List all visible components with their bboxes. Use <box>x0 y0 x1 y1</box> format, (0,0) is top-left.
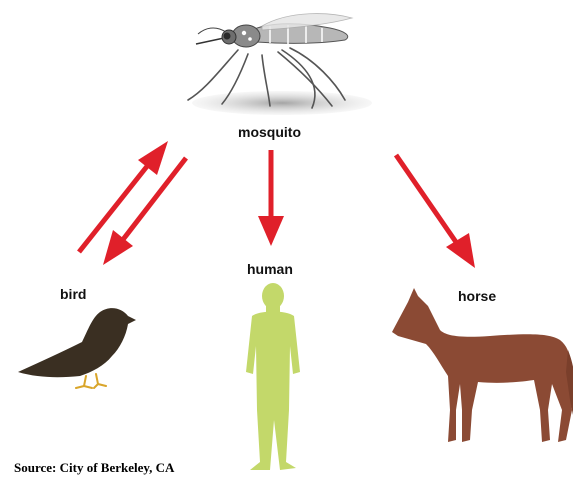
label-human: human <box>247 261 293 277</box>
horse-image <box>392 288 573 442</box>
human-image <box>246 283 300 470</box>
source-credit: Source: City of Berkeley, CA <box>14 460 174 476</box>
label-horse: horse <box>458 288 496 304</box>
arrow-mosquito-to-horse <box>396 155 475 268</box>
label-mosquito: mosquito <box>238 124 301 140</box>
label-bird: bird <box>60 286 86 302</box>
bird-image <box>18 308 136 388</box>
arrow-mosquito-to-bird <box>103 158 186 265</box>
mosquito-image <box>188 14 372 115</box>
arrow-mosquito-to-human <box>258 150 284 246</box>
